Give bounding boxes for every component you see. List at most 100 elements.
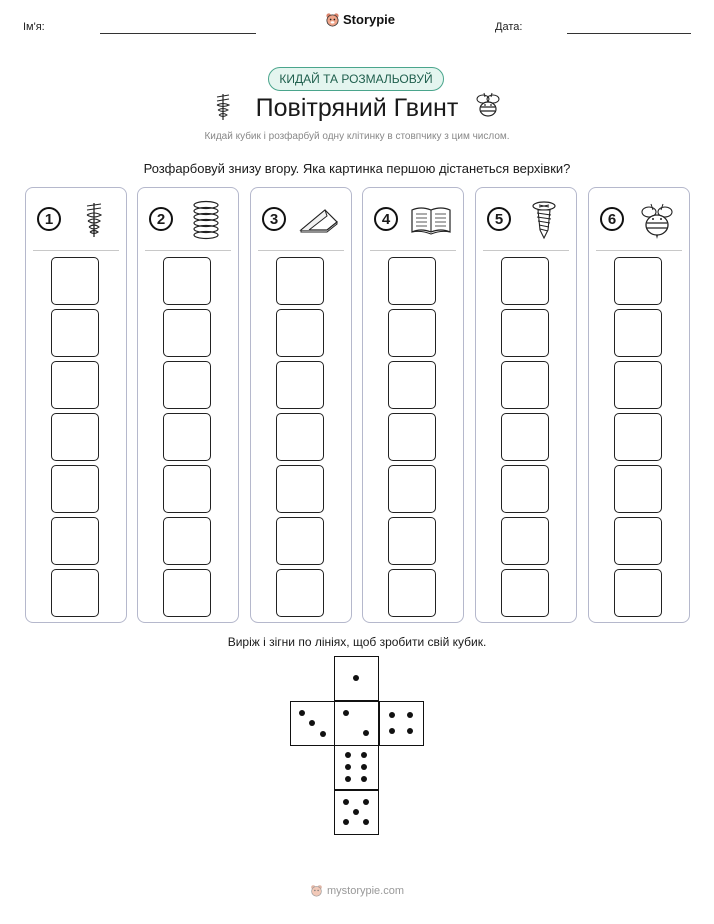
name-line[interactable]	[100, 33, 256, 34]
dice-face-6	[334, 745, 379, 790]
dice-pip	[309, 720, 315, 726]
color-cell[interactable]	[614, 465, 662, 513]
bee-icon	[635, 200, 679, 240]
color-cell[interactable]	[388, 257, 436, 305]
dice-pip	[344, 752, 351, 759]
color-cell[interactable]	[276, 309, 324, 357]
column-1: 1	[25, 187, 127, 623]
dice-pip	[298, 709, 305, 716]
storypie-mascot-footer-icon	[311, 885, 322, 897]
color-cell[interactable]	[501, 309, 549, 357]
color-cell[interactable]	[51, 465, 99, 513]
subtitle: Кидай кубик і розфарбуй одну клітинку в …	[204, 131, 510, 142]
dice-pip	[353, 675, 359, 681]
column-divider	[596, 250, 682, 251]
color-cell[interactable]	[163, 569, 211, 617]
color-cell[interactable]	[614, 309, 662, 357]
color-cell[interactable]	[163, 361, 211, 409]
page-title: Повітряний Гвинт	[255, 94, 459, 122]
color-cell[interactable]	[388, 517, 436, 565]
color-cell[interactable]	[51, 517, 99, 565]
color-cell[interactable]	[614, 517, 662, 565]
dice-pip	[344, 764, 351, 770]
book-icon	[409, 200, 453, 240]
name-label: Ім'я:	[23, 21, 45, 33]
column-6: 6	[588, 187, 690, 623]
dice-face-2	[334, 701, 379, 746]
dice-face-5	[334, 790, 379, 835]
color-cell[interactable]	[163, 413, 211, 461]
color-cell[interactable]	[276, 257, 324, 305]
column-5: 5	[475, 187, 577, 623]
date-line[interactable]	[567, 33, 691, 34]
dice-pip	[388, 711, 395, 718]
color-cell[interactable]	[614, 413, 662, 461]
dice-pip	[362, 818, 369, 825]
color-cell[interactable]	[388, 309, 436, 357]
color-cell[interactable]	[614, 569, 662, 617]
color-cell[interactable]	[614, 257, 662, 305]
dice-pip	[407, 728, 414, 735]
instruction: Розфарбовуй знизу вгору. Яка картинка пе…	[143, 161, 571, 176]
color-cell[interactable]	[276, 413, 324, 461]
column-number: 6	[600, 207, 624, 231]
dice-pip	[361, 764, 368, 770]
color-cell[interactable]	[51, 361, 99, 409]
column-number: 3	[262, 207, 286, 231]
bee-title-icon	[476, 92, 500, 117]
column-3: 3	[250, 187, 352, 623]
color-cell[interactable]	[276, 517, 324, 565]
color-cell[interactable]	[163, 465, 211, 513]
color-cell[interactable]	[276, 465, 324, 513]
spring-icon	[184, 200, 228, 240]
color-cell[interactable]	[388, 465, 436, 513]
color-cell[interactable]	[501, 517, 549, 565]
color-cell[interactable]	[276, 569, 324, 617]
wedge-icon	[297, 200, 341, 240]
dice-pip	[361, 752, 368, 759]
column-number: 5	[487, 207, 511, 231]
screw-icon	[522, 200, 566, 240]
color-cell[interactable]	[388, 413, 436, 461]
color-cell[interactable]	[501, 465, 549, 513]
dice-pip	[319, 730, 326, 737]
column-divider	[145, 250, 231, 251]
column-divider	[258, 250, 344, 251]
color-cell[interactable]	[276, 361, 324, 409]
column-number: 2	[149, 207, 173, 231]
color-cell[interactable]	[388, 361, 436, 409]
color-cell[interactable]	[163, 257, 211, 305]
column-divider	[33, 250, 119, 251]
storypie-mascot-icon	[326, 13, 339, 27]
brand-logo: Storypie	[325, 12, 395, 27]
dice-face-1	[334, 656, 379, 701]
color-cell[interactable]	[51, 309, 99, 357]
dice-pip	[344, 775, 351, 782]
column-2: 2	[137, 187, 239, 623]
footer: mystorypie.com	[310, 884, 404, 897]
propeller-icon	[72, 200, 116, 240]
color-cell[interactable]	[51, 257, 99, 305]
column-divider	[483, 250, 569, 251]
color-cell[interactable]	[51, 569, 99, 617]
footer-url[interactable]: mystorypie.com	[327, 884, 405, 897]
dice-pip	[361, 775, 368, 782]
column-4: 4	[362, 187, 464, 623]
dice-face-4	[379, 701, 424, 746]
activity-badge: КИДАЙ ТА РОЗМАЛЬОВУЙ	[268, 67, 444, 91]
color-cell[interactable]	[501, 569, 549, 617]
dice-pip	[353, 809, 359, 815]
color-cell[interactable]	[614, 361, 662, 409]
color-cell[interactable]	[501, 361, 549, 409]
dice-pip	[362, 799, 369, 806]
propeller-title-icon	[216, 94, 231, 120]
color-cell[interactable]	[163, 517, 211, 565]
color-cell[interactable]	[501, 257, 549, 305]
color-cell[interactable]	[51, 413, 99, 461]
dice-pip	[388, 728, 395, 735]
color-cell[interactable]	[163, 309, 211, 357]
cut-instruction: Виріж і зігни по лініях, щоб зробити сві…	[227, 635, 487, 649]
color-cell[interactable]	[388, 569, 436, 617]
date-label: Дата:	[495, 21, 523, 33]
color-cell[interactable]	[501, 413, 549, 461]
